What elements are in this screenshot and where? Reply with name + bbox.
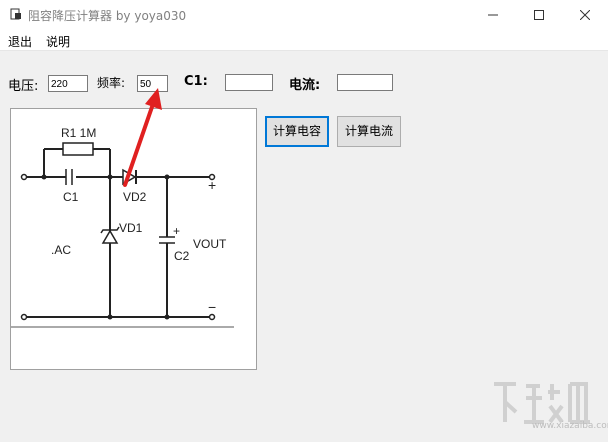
window-title: 阻容降压计算器 by yoya030	[28, 9, 187, 23]
menu-help[interactable]: 说明	[46, 35, 71, 49]
voltage-label: 电压:	[8, 79, 39, 94]
c1-label: C1:	[184, 74, 208, 89]
c2-plus-label: +	[173, 224, 180, 238]
title-bar: 阻容降压计算器 by yoya030	[0, 0, 608, 30]
plus-terminal-label: +	[208, 177, 216, 193]
c1-circuit-label: C1	[63, 190, 79, 204]
vd1-label: VD1	[119, 221, 143, 235]
app-icon	[10, 8, 21, 20]
close-icon	[580, 10, 590, 20]
c1-input[interactable]	[225, 74, 273, 91]
frequency-input[interactable]: 50	[137, 75, 168, 92]
vd2-label: VD2	[123, 190, 147, 204]
ac-label: .AC	[51, 243, 71, 257]
c2-label: C2	[174, 249, 190, 263]
calc-capacitance-button[interactable]: 计算电容	[265, 116, 329, 147]
minus-terminal-label: −	[208, 299, 216, 315]
menu-bar: 退出 说明	[0, 30, 608, 51]
minimize-icon	[488, 14, 498, 16]
vout-label: VOUT	[193, 237, 227, 251]
minimize-button[interactable]	[470, 0, 516, 30]
current-input[interactable]	[337, 74, 393, 91]
watermark-url: www.xiazaiba.com	[532, 421, 608, 431]
circuit-diagram-panel: R1 1M C1 VD2 VD1 .AC C2 VOUT + + −	[10, 108, 257, 370]
current-label: 电流:	[289, 78, 321, 93]
watermark-logo	[494, 382, 590, 424]
circuit-diagram: R1 1M C1 VD2 VD1 .AC C2 VOUT + + −	[11, 126, 234, 328]
calc-current-button[interactable]: 计算电流	[337, 116, 401, 147]
menu-exit[interactable]: 退出	[8, 35, 33, 49]
close-button[interactable]	[562, 0, 608, 30]
frequency-label: 频率:	[97, 76, 126, 90]
maximize-icon	[534, 10, 544, 20]
voltage-input[interactable]: 220	[48, 75, 88, 92]
r1-label: R1 1M	[61, 126, 96, 140]
maximize-button[interactable]	[516, 0, 562, 30]
